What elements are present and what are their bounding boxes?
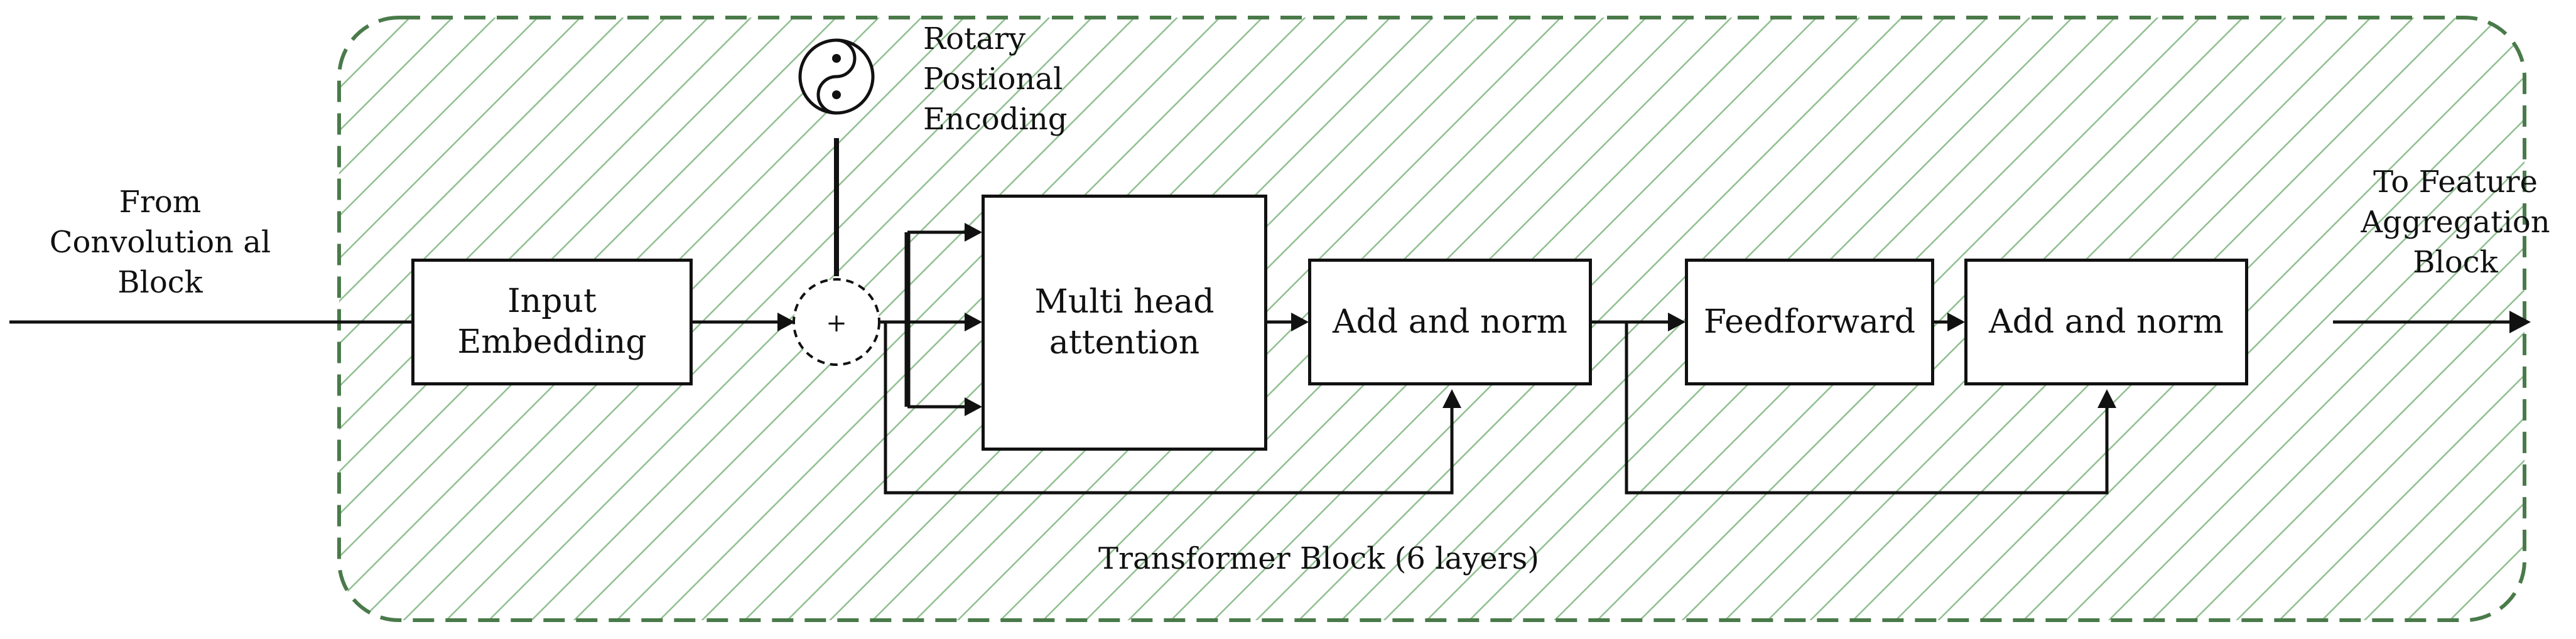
- add-and-norm-block-1: Add and norm: [1308, 259, 1592, 385]
- transformer-block-label: Transformer Block (6 layers): [1098, 541, 1539, 576]
- input-source-label: From Convolution al Block: [49, 185, 271, 300]
- feedforward-block: Feedforward: [1685, 259, 1934, 385]
- add-and-norm-label-1: Add and norm: [1333, 303, 1567, 341]
- sum-symbol: +: [826, 309, 847, 338]
- sum-circle: [793, 278, 880, 366]
- input-embedding-label: Input Embedding: [457, 282, 647, 361]
- yin-yang-icon: [798, 38, 875, 115]
- rotary-positional-encoding-label: Rotary Postional Encoding: [923, 21, 1068, 137]
- residual-connection-1: [884, 322, 1454, 495]
- input-embedding-block: Input Embedding: [411, 259, 693, 385]
- output-destination-label: To Feature Aggregation Block: [2361, 164, 2550, 280]
- multi-head-attention-label: Multi head attention: [1034, 283, 1215, 362]
- feedforward-label: Feedforward: [1703, 303, 1916, 341]
- multi-head-attention-block: Multi head attention: [982, 195, 1267, 451]
- add-and-norm-label-2: Add and norm: [1989, 303, 2224, 341]
- add-and-norm-block-2: Add and norm: [1964, 259, 2248, 385]
- residual-connection-2: [1625, 322, 2109, 495]
